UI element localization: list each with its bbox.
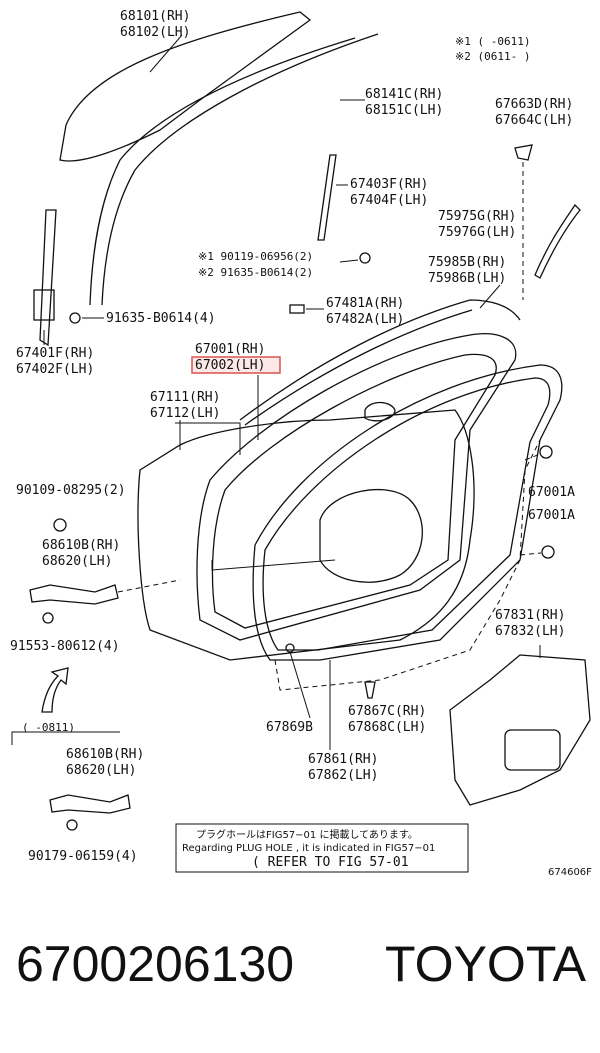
front-channel-bracket (33, 289, 55, 321)
note-japanese: プラグホールはFIG57−01 に掲載してあります。 (196, 828, 418, 841)
leader-plug-lower (519, 552, 542, 556)
brand-name: TOYOTA (385, 936, 586, 992)
plug-67001a-upper (539, 445, 553, 459)
label-67862: 67862(LH) (308, 768, 378, 783)
direction-arrow (41, 667, 69, 713)
leader-67111 (175, 422, 241, 455)
legend-2: ※2 (0611- ) (455, 50, 530, 63)
door-inner-frame-2 (211, 353, 497, 629)
label-67861: 67861(RH) (308, 752, 378, 767)
label-67832: 67832(LH) (495, 624, 565, 639)
label-90179: 90179-06159(4) (28, 849, 138, 864)
leader-door-check (117, 579, 181, 593)
belt-molding (239, 299, 521, 426)
reference-note-box (175, 823, 469, 873)
label-67002: 67002(LH) (195, 358, 265, 373)
service-hole (319, 488, 423, 583)
hole-cover (449, 654, 591, 806)
label-90119: ※1 90119-06956(2) (198, 250, 313, 263)
label-91553: 91553-80612(4) (10, 639, 120, 654)
label-67403f: 67403F(RH) (350, 177, 428, 192)
label-68620-upper: 68620(LH) (42, 554, 112, 569)
pillar-molding (534, 203, 581, 279)
door-inner-frame (196, 333, 517, 641)
part-number: 6700206130 (16, 936, 295, 992)
label-0811: ( -0811) (22, 721, 75, 734)
label-67664c: 67664C(LH) (495, 113, 573, 128)
label-67001a-upper: 67001A (528, 485, 575, 500)
leader-75985 (479, 284, 501, 309)
note-english: Regarding PLUG HOLE , it is indicated in… (182, 843, 435, 854)
screw-91635 (69, 312, 81, 324)
legend-1: ※1 ( -0611) (455, 35, 530, 48)
highlight-67002 (191, 356, 281, 374)
label-67001a-lower: 67001A (528, 508, 575, 523)
rear-channel (317, 154, 337, 241)
label-68141c: 68141C(RH) (365, 87, 443, 102)
label-91635-b0614-4: 91635-B0614(4) (106, 311, 216, 326)
leader-67869 (289, 651, 311, 719)
label-90109: 90109-08295(2) (16, 483, 126, 498)
label-67404f: 67404F(LH) (350, 193, 428, 208)
bolt-91553 (42, 612, 54, 624)
label-67001: 67001(RH) (195, 342, 265, 357)
label-75975g: 75975G(RH) (438, 209, 516, 224)
door-check-lower (49, 794, 131, 814)
label-68620-lower: 68620(LH) (66, 763, 136, 778)
label-67402f: 67402F(LH) (16, 362, 94, 377)
door-weatherstrip (252, 364, 563, 661)
front-channel (39, 209, 57, 347)
label-91635-b0614-2: ※2 91635-B0614(2) (198, 266, 313, 279)
leader-67861-bracket (211, 559, 336, 571)
speaker-hole (364, 401, 396, 422)
label-68610b-lower: 68610B(RH) (66, 747, 144, 762)
clip-67869 (285, 643, 295, 653)
label-75976g: 75976G(LH) (438, 225, 516, 240)
bolt-90109 (53, 518, 67, 532)
label-67111: 67111(RH) (150, 390, 220, 405)
label-67482a: 67482A(LH) (326, 312, 404, 327)
label-68610b-upper: 68610B(RH) (42, 538, 120, 553)
label-68101: 68101(RH) (120, 9, 190, 24)
label-67481a: 67481A(RH) (326, 296, 404, 311)
bolt-90119 (359, 252, 371, 264)
glass-run-channel (89, 33, 379, 306)
label-67868c: 67868C(LH) (348, 720, 426, 735)
label-75985b: 75985B(RH) (428, 255, 506, 270)
clip-67481 (289, 304, 305, 314)
door-glass-outline (59, 11, 312, 162)
plug-67001a-lower (541, 545, 555, 559)
leader-plug-upper (524, 453, 541, 461)
footer: 6700206130 TOYOTA (0, 905, 600, 1053)
label-68151c: 68151C(LH) (365, 103, 443, 118)
leader-90119 (339, 259, 359, 263)
leader-68101 (149, 34, 183, 73)
label-67867c: 67867C(RH) (348, 704, 426, 719)
label-67112: 67112(LH) (150, 406, 220, 421)
label-67401f: 67401F(RH) (16, 346, 94, 361)
door-weatherstrip-inner (262, 377, 551, 651)
bolt-90179 (66, 819, 78, 831)
note-reference: ( REFER TO FIG 57-01 (252, 855, 409, 870)
body-opening-outline (274, 439, 541, 691)
figure-code: 674606F (548, 867, 592, 878)
clip-67867 (364, 681, 376, 699)
label-67831: 67831(RH) (495, 608, 565, 623)
parts-diagram: 68101(RH) 68102(LH) ※1 ( -0611) ※2 (0611… (10, 9, 592, 878)
door-outer-panel (137, 409, 475, 661)
mirror-bracket (514, 144, 533, 161)
door-check-upper (29, 584, 119, 605)
label-67869b: 67869B (266, 720, 313, 735)
label-68102: 68102(LH) (120, 25, 190, 40)
label-75986b: 75986B(LH) (428, 271, 506, 286)
hole-cover-window (504, 729, 561, 771)
bracket-0811 (11, 731, 120, 745)
label-67663d: 67663D(RH) (495, 97, 573, 112)
